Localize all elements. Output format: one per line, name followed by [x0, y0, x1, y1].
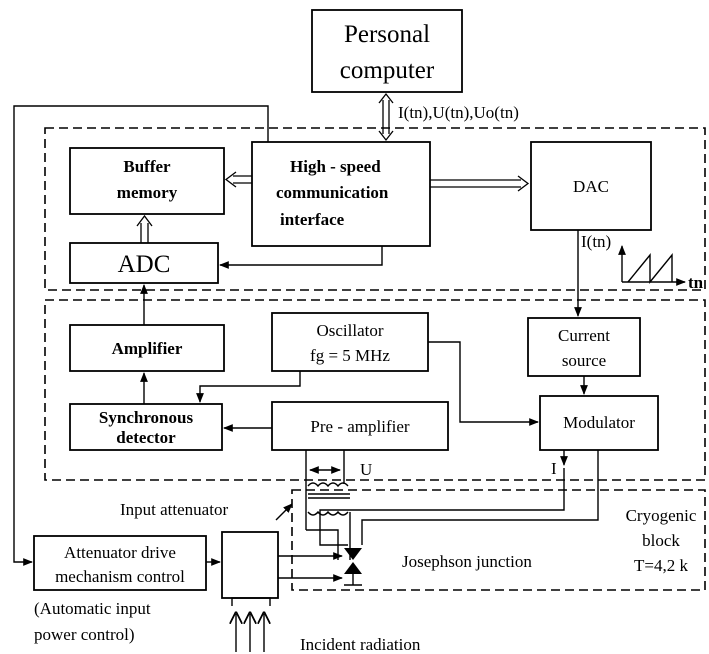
- oscillator-to-modulator-line: [428, 341, 539, 426]
- voltage-probe: [305, 450, 351, 560]
- svg-text:High - speed: High - speed: [290, 157, 381, 176]
- svg-text:fg = 5 MHz: fg = 5 MHz: [310, 346, 390, 365]
- svg-text:computer: computer: [340, 57, 435, 84]
- amplifier-block: Amplifier: [69, 324, 225, 372]
- sawtooth-waveform: [618, 245, 686, 286]
- svg-text:memory: memory: [117, 183, 178, 202]
- attenuator-to-junction-link: [278, 552, 343, 582]
- pc-interface-link: [378, 92, 394, 142]
- input-attenuator-box: [221, 531, 279, 599]
- svg-text:Attenuator drive: Attenuator drive: [64, 543, 176, 562]
- svg-text:interface: interface: [280, 210, 345, 229]
- incident-radiation-label: Incident radiation: [300, 635, 421, 654]
- svg-text:Current: Current: [558, 326, 610, 345]
- analog-section-boundary: [44, 299, 706, 481]
- oscillator-block: Oscillator fg = 5 MHz: [271, 312, 429, 372]
- dac-block: DAC: [530, 141, 652, 231]
- incident-radiation-arrows: [232, 597, 271, 652]
- oscillator-to-detector-line: [196, 371, 301, 403]
- current-source-block: Current source: [527, 317, 641, 377]
- adc-block: ADC: [69, 242, 219, 284]
- communication-interface-block: High - speed communication interface: [251, 141, 431, 247]
- feedback-loop-line: [13, 105, 269, 566]
- pc-signals-label: I(tn),U(tn),Uo(tn): [398, 103, 519, 122]
- interface-to-adc-line: [219, 246, 383, 269]
- voltage-label: U: [360, 460, 372, 479]
- cryogenic-label-line1: Cryogenic: [626, 506, 697, 525]
- personal-computer-block: Personal computer: [311, 9, 463, 93]
- svg-text:ADC: ADC: [118, 251, 171, 278]
- josephson-junction-label: Josephson junction: [402, 552, 532, 571]
- auto-power-label-line1: (Automatic input: [34, 599, 151, 618]
- interface-to-buffer-link: [224, 171, 252, 188]
- svg-text:Modulator: Modulator: [563, 413, 635, 432]
- svg-text:Oscillator: Oscillator: [316, 321, 383, 340]
- cryogenic-section-boundary: [291, 489, 706, 591]
- svg-text:Buffer: Buffer: [123, 157, 171, 176]
- cryogenic-label-line2: block: [642, 531, 680, 550]
- svg-text:DAC: DAC: [573, 177, 609, 196]
- input-attenuator-label: Input attenuator: [120, 500, 228, 519]
- preamplifier-block: Pre - amplifier: [271, 401, 449, 451]
- josephson-junction-symbol: [344, 548, 362, 586]
- temperature-label: T=4,2 k: [634, 556, 688, 575]
- auto-power-label-line2: power control): [34, 625, 135, 644]
- attenuator-control-block: Attenuator drive mechanism control: [33, 535, 207, 591]
- svg-text:Pre - amplifier: Pre - amplifier: [310, 417, 409, 436]
- svg-text:Synchronous: Synchronous: [99, 408, 194, 427]
- svg-text:communication: communication: [276, 183, 389, 202]
- modulator-bias-loop: [319, 468, 565, 546]
- dac-output-label: I(tn): [581, 232, 611, 251]
- svg-text:Amplifier: Amplifier: [112, 339, 183, 358]
- adc-to-buffer-link: [136, 214, 153, 243]
- modulator-block: Modulator: [539, 395, 659, 451]
- svg-text:mechanism control: mechanism control: [55, 567, 185, 586]
- time-axis-label: tn: [688, 273, 704, 292]
- interface-to-dac-link: [430, 175, 530, 192]
- svg-text:Personal: Personal: [344, 21, 430, 48]
- buffer-memory-block: Buffer memory: [69, 147, 225, 215]
- synchronous-detector-block: Synchronous detector: [69, 403, 223, 451]
- svg-text:detector: detector: [116, 428, 176, 447]
- current-label: I: [551, 459, 557, 478]
- digital-section-boundary: [44, 127, 706, 291]
- svg-text:source: source: [562, 351, 606, 370]
- input-attenuator-pointer: [275, 503, 293, 521]
- modulator-return-loop: [361, 450, 599, 545]
